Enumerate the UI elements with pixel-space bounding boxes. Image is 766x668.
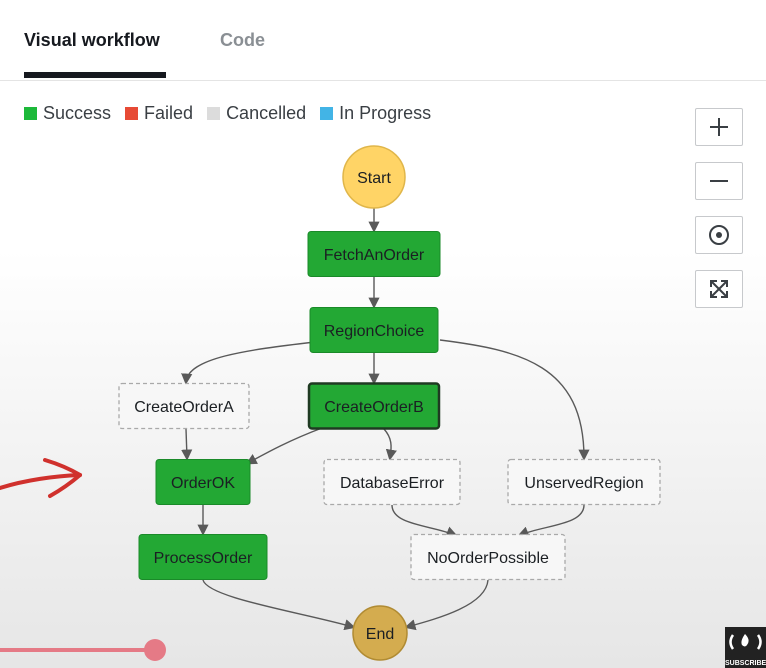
workflow-node-ok[interactable]: OrderOK bbox=[155, 459, 251, 505]
workflow-node-createA[interactable]: CreateOrderA bbox=[118, 382, 250, 430]
node-shape bbox=[309, 307, 439, 353]
workflow-node-fetch[interactable]: FetchAnOrder bbox=[307, 231, 441, 277]
zoom-out-button[interactable] bbox=[695, 162, 743, 200]
workflow-edge bbox=[404, 579, 489, 631]
node-label: CreateOrderA bbox=[134, 399, 234, 416]
tab-code[interactable]: Code bbox=[220, 30, 265, 50]
active-tab-indicator bbox=[24, 72, 166, 78]
node-shape bbox=[342, 145, 406, 209]
workflow-edge bbox=[391, 504, 458, 538]
node-shape bbox=[118, 382, 250, 430]
legend-label: Cancelled bbox=[226, 103, 307, 123]
progress-handle[interactable] bbox=[144, 639, 166, 661]
node-label: CreateOrderB bbox=[324, 399, 424, 416]
workflow-edge bbox=[439, 339, 590, 461]
node-label: Start bbox=[357, 170, 391, 187]
legend-label: Success bbox=[43, 103, 112, 123]
node-shape bbox=[307, 231, 441, 277]
node-label: ProcessOrder bbox=[154, 550, 253, 567]
workflow-node-end[interactable]: End bbox=[352, 605, 408, 661]
legend-label: Failed bbox=[144, 103, 194, 123]
center-button[interactable] bbox=[695, 216, 743, 254]
workflow-edge bbox=[517, 504, 585, 538]
zoom-in-icon bbox=[710, 118, 728, 136]
node-label: UnservedRegion bbox=[524, 475, 643, 492]
workflow-node-process[interactable]: ProcessOrder bbox=[138, 534, 268, 580]
node-label: FetchAnOrder bbox=[324, 247, 425, 264]
zoom-in-button[interactable] bbox=[695, 108, 743, 146]
failed-swatch bbox=[125, 107, 139, 120]
workflow-node-dberr[interactable]: DatabaseError bbox=[323, 458, 461, 506]
legend-in-progress: In Progress bbox=[320, 103, 431, 124]
node-shape bbox=[410, 533, 566, 581]
in-progress-swatch bbox=[320, 107, 334, 120]
node-shape bbox=[507, 458, 661, 506]
node-shape bbox=[307, 382, 441, 430]
annotation-arrow-icon bbox=[0, 458, 82, 498]
node-label: OrderOK bbox=[171, 475, 235, 492]
video-progress-bar[interactable] bbox=[0, 639, 166, 661]
node-label: End bbox=[366, 626, 394, 643]
center-icon bbox=[709, 225, 729, 245]
node-shape bbox=[323, 458, 461, 506]
node-shape bbox=[155, 459, 251, 505]
workflow-edge bbox=[202, 579, 356, 631]
node-shape bbox=[138, 534, 268, 580]
subscribe-badge[interactable]: SUBSCRIBE bbox=[725, 627, 766, 668]
tab-visual-workflow[interactable]: Visual workflow bbox=[24, 30, 160, 50]
fit-to-screen-icon bbox=[710, 280, 728, 298]
workflow-edge bbox=[383, 428, 397, 461]
subscribe-label: SUBSCRIBE bbox=[725, 660, 766, 667]
node-label: NoOrderPossible bbox=[427, 550, 549, 567]
status-legend: Success Failed Cancelled In Progress bbox=[24, 103, 431, 124]
workflow-node-createB[interactable]: CreateOrderB bbox=[307, 382, 441, 430]
workflow-edge bbox=[245, 427, 323, 465]
freecodecamp-logo-icon bbox=[729, 634, 762, 650]
tab-bar: Visual workflow Code bbox=[0, 0, 766, 81]
legend-label: In Progress bbox=[339, 103, 432, 123]
node-shape bbox=[352, 605, 408, 661]
fit-to-screen-button[interactable] bbox=[695, 270, 743, 308]
workflow-node-region[interactable]: RegionChoice bbox=[309, 307, 439, 353]
node-label: DatabaseError bbox=[340, 475, 445, 492]
legend-failed: Failed bbox=[125, 103, 193, 124]
legend-cancelled: Cancelled bbox=[207, 103, 306, 124]
workflow-node-start[interactable]: Start bbox=[342, 145, 406, 209]
legend-success: Success bbox=[24, 103, 111, 124]
workflow-edge bbox=[181, 428, 193, 461]
workflow-edge bbox=[181, 341, 316, 385]
cancelled-swatch bbox=[207, 107, 221, 120]
workflow-node-noorder[interactable]: NoOrderPossible bbox=[410, 533, 566, 581]
zoom-out-icon bbox=[710, 180, 728, 182]
success-swatch bbox=[24, 107, 37, 120]
workflow-node-unserved[interactable]: UnservedRegion bbox=[507, 458, 661, 506]
node-label: RegionChoice bbox=[324, 323, 425, 340]
